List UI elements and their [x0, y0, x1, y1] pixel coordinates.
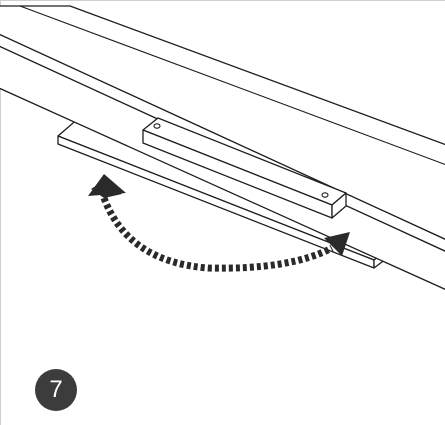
frame-left-border — [0, 0, 1, 425]
frame-top-border — [0, 0, 445, 1]
rail-beam-edge-line — [19, 5, 445, 165]
step-number-badge: 7 — [35, 369, 77, 411]
rotation-arrow-head-left-tip — [88, 174, 126, 196]
curved-double-arrow-icon — [88, 174, 350, 272]
screw-hole-left — [153, 123, 161, 129]
screw-hole-right — [321, 192, 329, 198]
rotation-arrow-path — [100, 196, 334, 272]
rail-beam-top-face — [0, 5, 445, 240]
rotation-arrow-head-right — [324, 232, 350, 256]
bracket-bar-end — [331, 192, 347, 219]
bracket-bar — [142, 117, 347, 219]
